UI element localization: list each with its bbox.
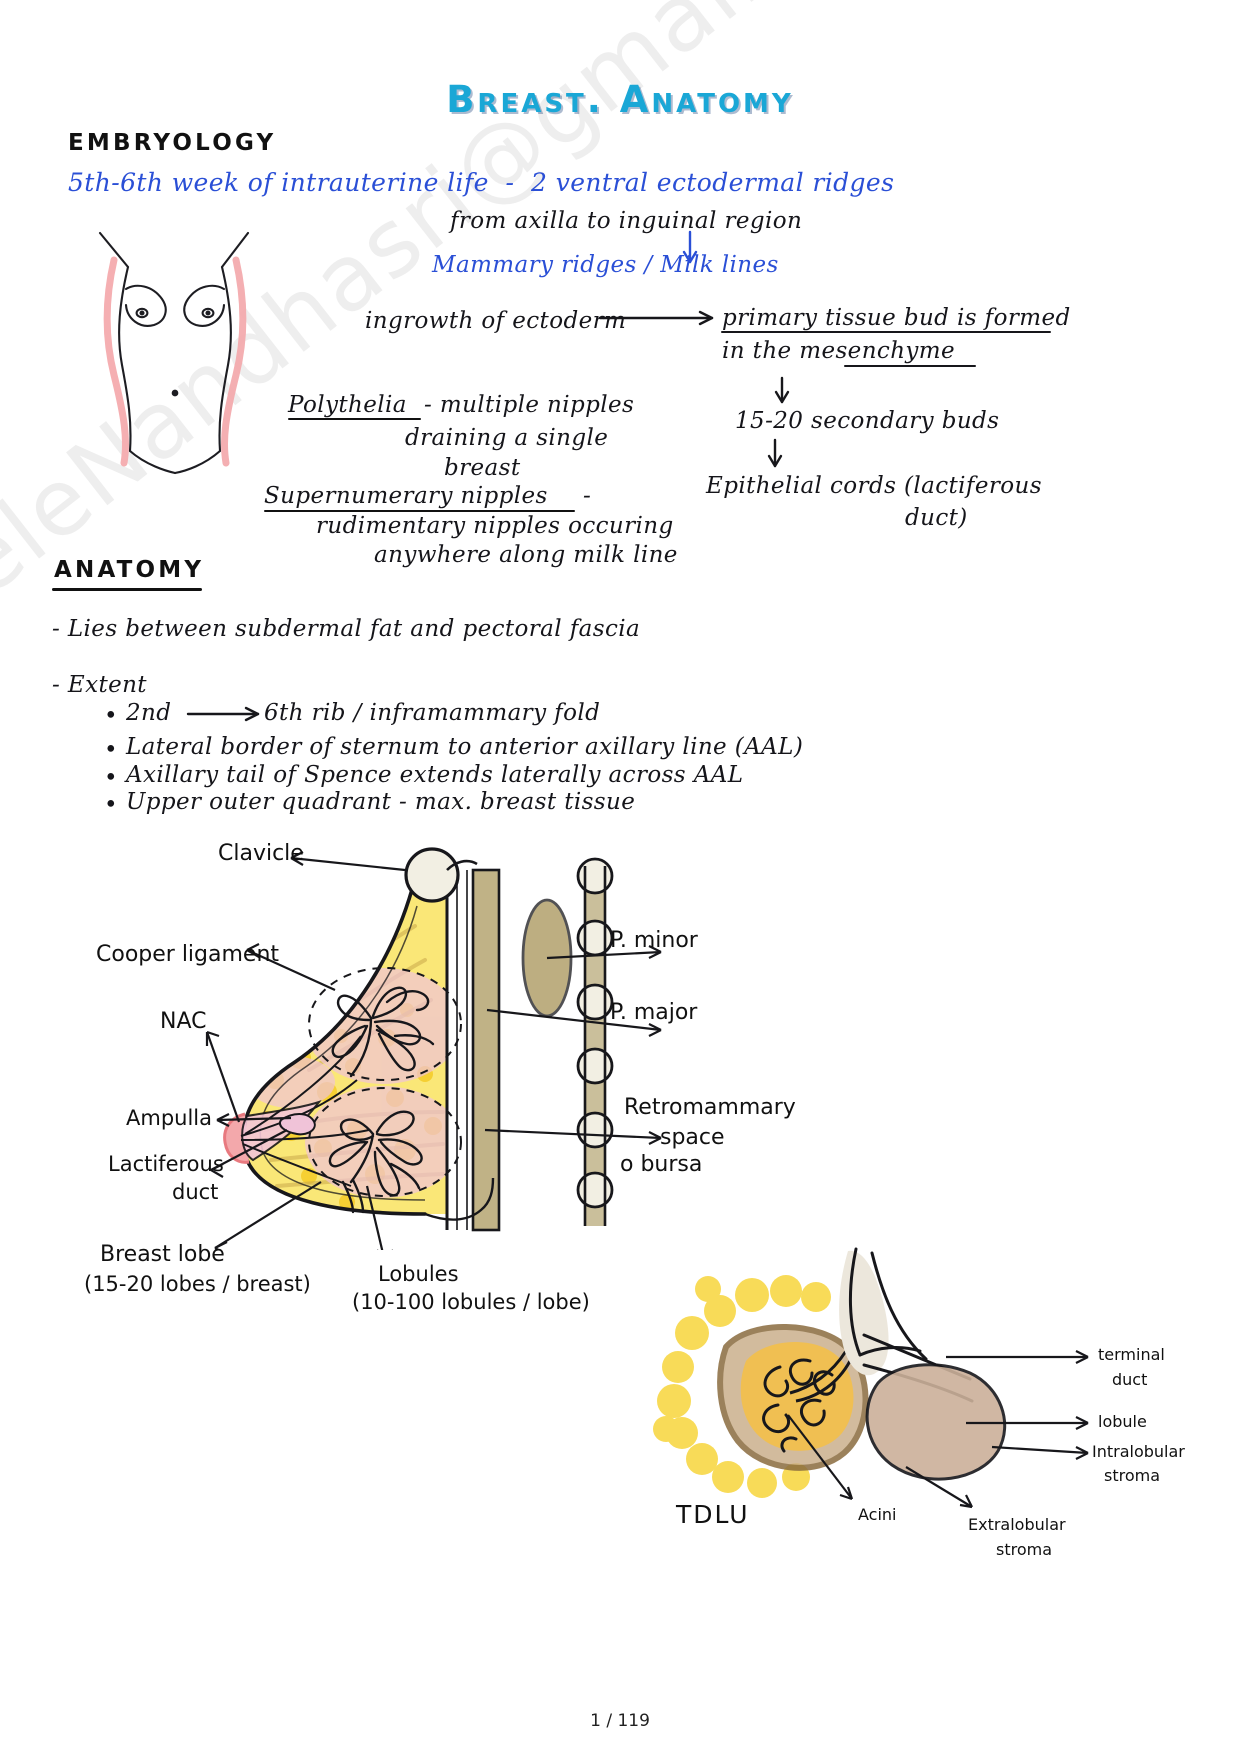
label-lactiferous: Lactiferous (108, 1152, 224, 1176)
label-duct: duct (172, 1180, 219, 1204)
anatomy-bullet-4: Upper outer quadrant - max. breast tissu… (126, 789, 636, 815)
label-breast-lobe: Breast lobe (100, 1242, 225, 1267)
flow-primary-bud-line1: primary tissue bud is formed (722, 305, 1071, 331)
polythelia-def-3: breast (444, 455, 521, 481)
label-lobules-count: (10-100 lobules / lobe) (352, 1290, 590, 1314)
label-extralobular: Extralobular (968, 1515, 1066, 1534)
flow-epithelial-cords-line2: duct) (905, 505, 968, 531)
torso-milk-line-diagram (98, 231, 250, 475)
label-nac: NAC (160, 1009, 207, 1034)
label-clavicle: Clavicle (218, 841, 304, 866)
anatomy-heading: ANATOMY (54, 557, 205, 583)
flow-primary-bud-line2: in the mesenchyme (722, 338, 956, 364)
label-breast-lobe-count: (15-20 lobes / breast) (84, 1272, 311, 1296)
supernumerary-def-2: anywhere along milk line (374, 542, 678, 568)
supernumerary-dash: - (583, 483, 592, 509)
embryology-line-1: 5th-6th week of intrauterine life - 2 ve… (68, 168, 895, 197)
label-extralobular-stroma: stroma (996, 1540, 1053, 1559)
label-intralobular: Intralobular (1092, 1442, 1185, 1461)
label-retromammary-space: space (660, 1125, 725, 1150)
label-retromammary: Retromammary (624, 1095, 796, 1120)
embryology-line-3: Mammary ridges / Milk lines (432, 252, 779, 278)
tdlu-diagram (653, 1247, 1089, 1509)
label-lobules: Lobules (378, 1262, 459, 1286)
label-intralobular-stroma: stroma (1104, 1466, 1161, 1485)
label-lobule: lobule (1098, 1412, 1147, 1431)
anatomy-bullet-3: Axillary tail of Spence extends laterall… (126, 762, 744, 788)
polythelia-def-1: - multiple nipples (424, 392, 635, 418)
supernumerary-underline (264, 510, 575, 512)
sagittal-breast-diagram (205, 847, 662, 1250)
flow-epithelial-cords-line1: Epithelial cords (lactiferous (706, 473, 1042, 499)
anatomy-extent-label: - Extent (52, 672, 147, 698)
embryology-heading: EMBRYOLOGY (68, 130, 277, 156)
label-acini: Acini (858, 1505, 897, 1524)
polythelia-underline (288, 418, 421, 420)
label-cooper-ligament: Cooper ligament (96, 942, 280, 967)
page-number: 1 / 119 (590, 1711, 650, 1731)
label-terminal: terminal (1098, 1345, 1165, 1364)
flow-secondary-buds: 15-20 secondary buds (735, 408, 1000, 434)
label-retromammary-bursa: o bursa (620, 1152, 703, 1177)
polythelia-def-2: draining a single (405, 425, 609, 451)
label-terminal-duct: duct (1112, 1370, 1148, 1389)
page-title: Breast. Anatomy (446, 78, 794, 121)
anatomy-bullet-1b: 6th rib / inframammary fold (264, 700, 601, 726)
label-p-minor: P. minor (610, 928, 698, 953)
supernumerary-def-1: rudimentary nipples occuring (316, 513, 674, 539)
label-p-major: P. major (610, 1000, 698, 1025)
flow-ingrowth: ingrowth of ectoderm (365, 308, 627, 334)
polythelia-term: Polythelia (288, 392, 407, 418)
embryology-line-2: from axilla to inguinal region (450, 208, 803, 234)
label-ampulla: Ampulla (126, 1106, 212, 1130)
supernumerary-term: Supernumerary nipples (264, 483, 548, 509)
anatomy-underline (52, 588, 202, 591)
anatomy-bullet-2: Lateral border of sternum to anterior ax… (126, 734, 804, 760)
tdlu-caption: TDLU (676, 1500, 750, 1529)
anatomy-bullet-1a: 2nd (126, 700, 172, 726)
anatomy-point-1: - Lies between subdermal fat and pectora… (52, 616, 641, 642)
